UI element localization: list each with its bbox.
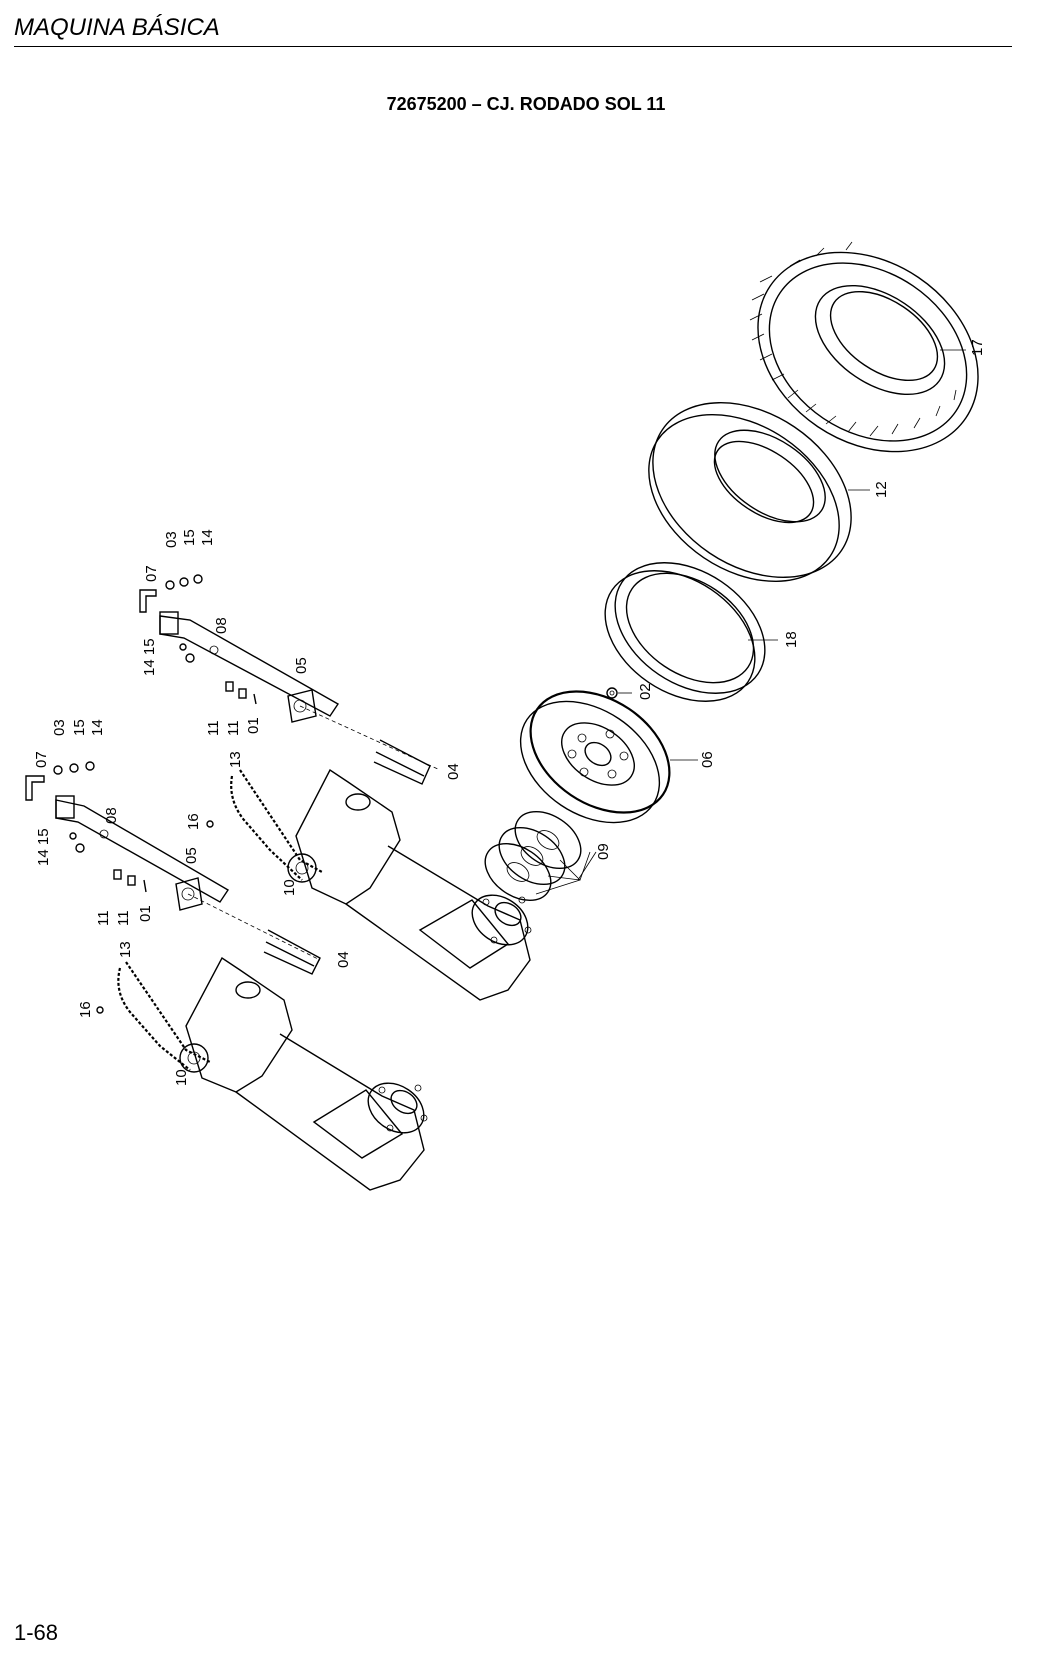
callout-11b: 11	[115, 910, 132, 926]
callout-13: 13	[117, 941, 134, 958]
callout-04: 04	[445, 763, 462, 780]
callout-15: 15	[71, 719, 88, 736]
inner-tube	[648, 402, 852, 583]
callout-16: 16	[77, 1001, 94, 1018]
wheel-callouts: 17 12 18 02 06 09	[595, 339, 986, 860]
page-number: 1-68	[14, 1620, 59, 1645]
callout-11a: 11	[95, 910, 112, 926]
callout-03: 03	[163, 531, 180, 548]
callout-01: 01	[245, 717, 262, 734]
callout-10: 10	[281, 879, 298, 896]
callout-15: 15	[181, 529, 198, 546]
callout-05: 05	[183, 847, 200, 864]
callout-07: 07	[143, 565, 160, 582]
callout-06: 06	[699, 751, 716, 768]
callout-11b: 11	[225, 720, 242, 736]
wheel-rim	[519, 690, 671, 824]
callout-14-15: 14 15	[141, 638, 158, 676]
header-divider	[14, 46, 1012, 47]
callout-18: 18	[783, 631, 800, 648]
callout-14: 14	[89, 719, 106, 736]
upper-callouts: 03 15 14 07 08 14 15 05 11 11 01 13 16 1…	[141, 529, 462, 896]
callout-01: 01	[137, 905, 154, 922]
callout-08: 08	[103, 807, 120, 824]
callout-14: 14	[199, 529, 216, 546]
callout-08: 08	[213, 617, 230, 634]
callout-05: 05	[293, 657, 310, 674]
callout-02: 02	[637, 683, 654, 700]
callout-16: 16	[185, 813, 202, 830]
section-title: MAQUINA BÁSICA	[14, 14, 220, 41]
lower-callouts: 03 15 14 07 08 14 15 05 11 11 01 13 16 1…	[33, 719, 352, 1086]
callout-10: 10	[173, 1069, 190, 1086]
upper-wheel-assembly	[139, 574, 532, 1001]
tire	[749, 241, 979, 453]
leader-lines	[535, 349, 966, 895]
callout-13: 13	[227, 751, 244, 768]
lower-wheel-assembly	[25, 761, 428, 1191]
callout-07: 07	[33, 751, 50, 768]
callout-04: 04	[335, 951, 352, 968]
rim-flap	[604, 562, 766, 702]
callout-14-15: 14 15	[35, 828, 52, 866]
spacer-discs	[484, 810, 582, 902]
wheel-nut	[606, 687, 618, 699]
callout-11a: 11	[205, 720, 222, 736]
document-title: 72675200 – CJ. RODADO SOL 11	[386, 94, 666, 114]
callout-17: 17	[969, 339, 986, 356]
callout-09: 09	[595, 843, 612, 860]
callout-12: 12	[873, 481, 890, 498]
callout-03: 03	[51, 719, 68, 736]
